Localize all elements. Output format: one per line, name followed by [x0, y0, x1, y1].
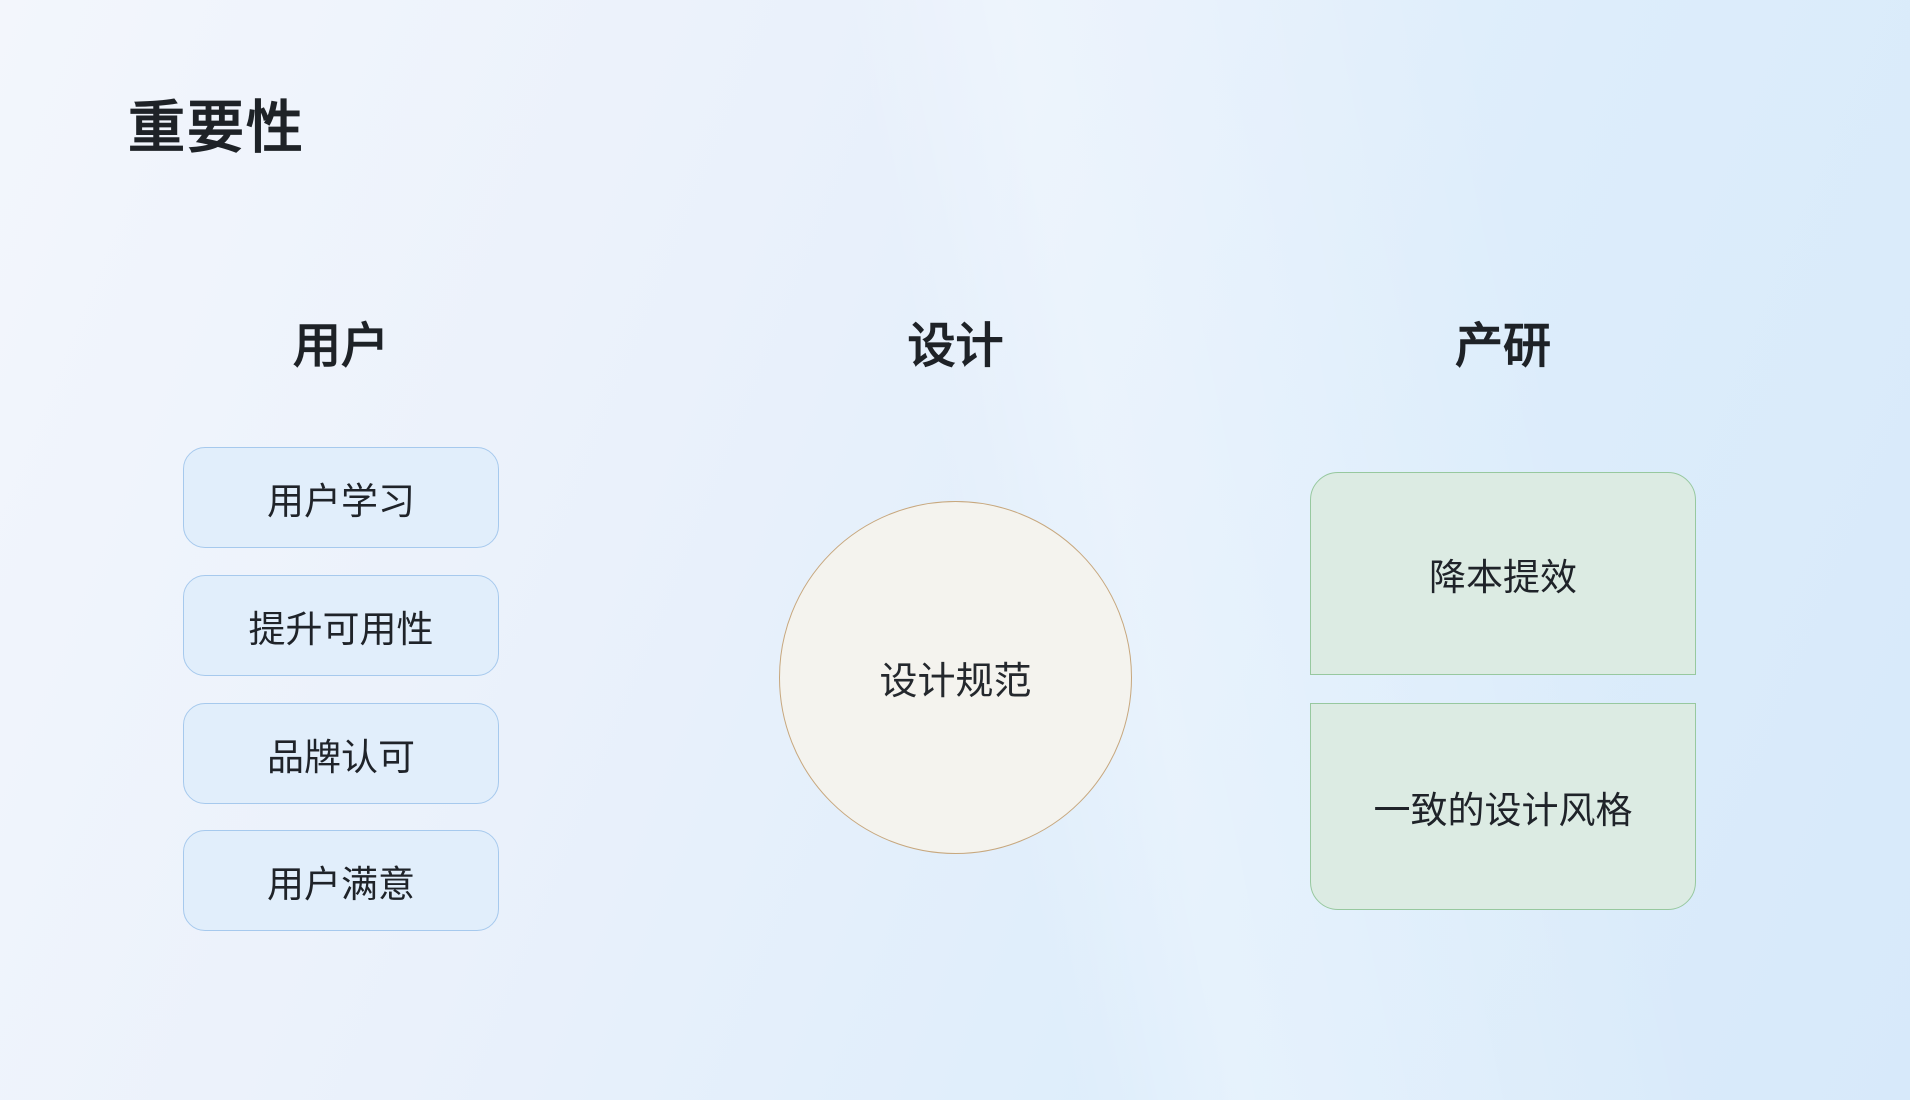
- page-title: 重要性: [128, 96, 305, 160]
- column-header-product: 产研: [1454, 320, 1551, 373]
- user-item-box: 品牌认可: [183, 703, 499, 804]
- column-header-user: 用户: [292, 320, 389, 373]
- user-item-box: 用户满意: [183, 830, 499, 931]
- design-spec-circle: 设计规范: [779, 501, 1132, 854]
- user-item-box: 提升可用性: [183, 575, 499, 676]
- product-item-box: 降本提效: [1310, 472, 1696, 675]
- product-item-box: 一致的设计风格: [1310, 703, 1696, 910]
- user-item-box: 用户学习: [183, 447, 499, 548]
- column-header-design: 设计: [907, 320, 1004, 373]
